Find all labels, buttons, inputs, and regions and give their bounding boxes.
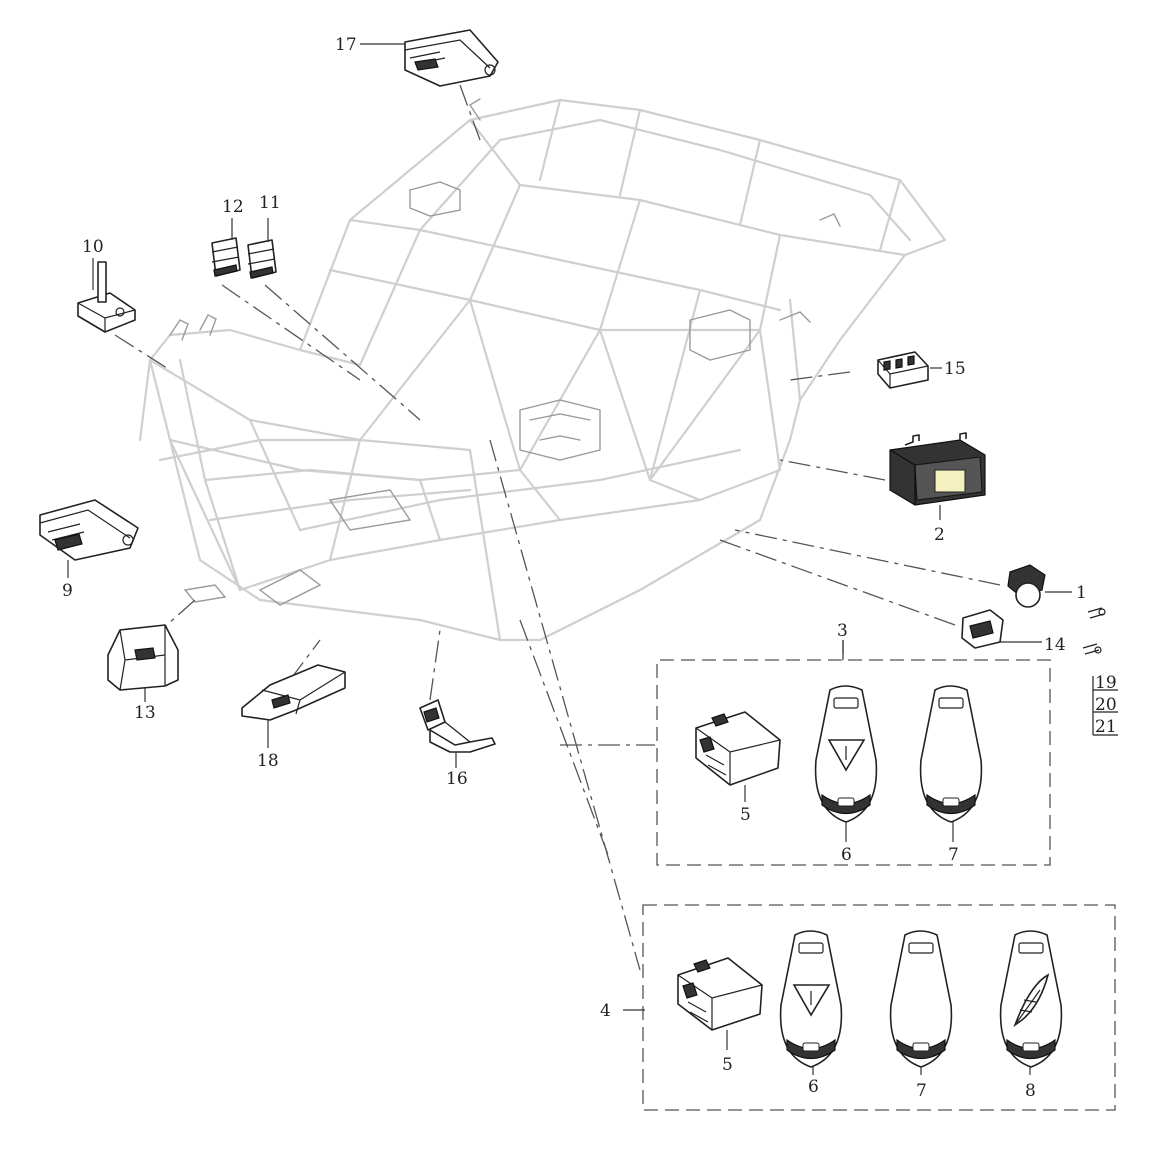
- callout-16: 16: [446, 769, 468, 789]
- key-fob-blank-icon: [889, 930, 953, 1068]
- callout-5a: 5: [740, 805, 751, 825]
- key-fob-icon: [814, 685, 878, 823]
- callout-12: 12: [222, 197, 244, 217]
- callout-8: 8: [1025, 1081, 1036, 1101]
- fuse-block-15: [877, 351, 929, 389]
- leader-lines: [114, 84, 1001, 971]
- callout-13: 13: [134, 703, 156, 723]
- key-fob-icon: [779, 930, 843, 1068]
- fasteners-19-21: [1082, 607, 1118, 736]
- callout-1: 1: [1076, 583, 1087, 603]
- callout-4: 4: [600, 1001, 611, 1021]
- callout-9: 9: [62, 581, 73, 601]
- callout-6a: 6: [841, 845, 852, 865]
- callout-11: 11: [259, 193, 281, 213]
- control-module-icon: [695, 711, 781, 786]
- callout-3: 3: [837, 621, 848, 641]
- callout-14: 14: [1044, 635, 1066, 655]
- callout-2: 2: [934, 525, 945, 545]
- callout-21: 21: [1095, 717, 1117, 737]
- sensor-16: [419, 699, 496, 753]
- callout-18: 18: [257, 751, 279, 771]
- callout-6b: 6: [808, 1077, 819, 1097]
- sensor-10: [77, 261, 136, 333]
- callout-7b: 7: [916, 1081, 927, 1101]
- callout-17: 17: [335, 35, 357, 55]
- callout-lines: [67, 43, 1072, 1075]
- group-box-3: [656, 640, 1051, 866]
- vehicle-frame-icon: [138, 98, 947, 642]
- switch-1: [1007, 564, 1046, 608]
- callout-20: 20: [1095, 695, 1117, 715]
- callout-10: 10: [82, 237, 104, 257]
- control-module-icon: [677, 957, 763, 1031]
- ecu-module-17: [404, 29, 499, 87]
- battery-icon: [889, 432, 986, 506]
- relay-11: [247, 239, 277, 279]
- key-fob-feather-icon: [999, 930, 1063, 1068]
- callout-15: 15: [944, 359, 966, 379]
- ecu-module-9: [39, 499, 139, 561]
- callout-labels: 17 10 12 11 15 2 1 14 3 19 20 21 9 13 18…: [62, 35, 1117, 1101]
- bracket-13: [107, 624, 179, 691]
- relay-12: [211, 237, 241, 277]
- module-18: [241, 664, 346, 721]
- callout-7a: 7: [948, 845, 959, 865]
- callout-5b: 5: [722, 1055, 733, 1075]
- key-fob-blank-icon: [919, 685, 983, 823]
- sensor-14: [961, 609, 1004, 649]
- group-box-4: [642, 904, 1116, 1111]
- callout-19: 19: [1095, 673, 1117, 693]
